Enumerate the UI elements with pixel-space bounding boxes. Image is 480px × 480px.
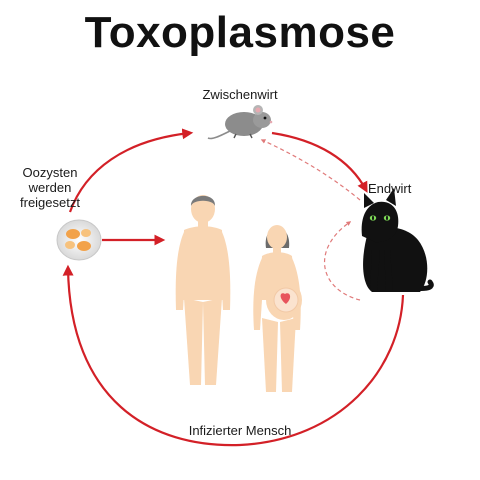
cat-icon (361, 188, 434, 292)
dashed-arrow-cat-to-mouse (260, 139, 361, 201)
label-oocysts-line-2: werden (28, 180, 72, 195)
arrow-oocyst-to-mouse (68, 128, 194, 213)
mouse-icon (207, 105, 273, 140)
label-intermediate-host: Zwischenwirt (202, 87, 278, 102)
label-definitive-host: Endwirt (368, 181, 412, 196)
man-figure (175, 195, 231, 385)
fetus-icon (280, 293, 291, 304)
pregnant-woman-figure (253, 225, 302, 392)
oocyst-icon (56, 219, 102, 261)
label-oocysts-line-3: freigesetzt (20, 195, 80, 210)
arrow-cat-to-oocyst (62, 264, 405, 447)
page-title: Toxoplasmose (84, 8, 396, 57)
label-oocysts-line-1: Oozysten (22, 165, 78, 180)
dashed-arrow-cat-loop (323, 221, 361, 301)
label-infected-human: Infizierter Mensch (188, 423, 292, 438)
arrow-mouse-to-cat (271, 131, 368, 193)
label-oocysts: Oozysten werden freigesetzt (8, 165, 92, 210)
